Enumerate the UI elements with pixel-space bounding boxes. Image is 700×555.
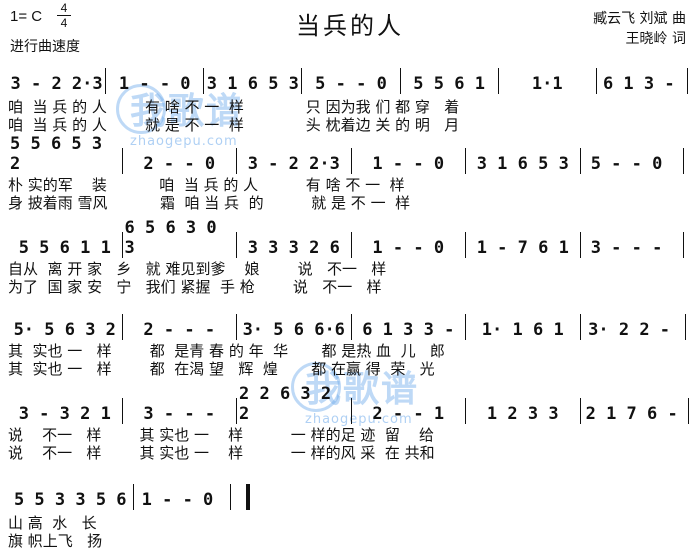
notation-line: 3 - 2 2·3 1 - - 0 3 1 6 5 3 5 - - 0 5 5 … — [8, 68, 694, 94]
lyric-verse-2: 咱 当 兵 的 人 就 是 不 一 样 头 枕着边 关 的 明 月 — [8, 116, 460, 134]
lyric-verse-2: 其 实也 一 样 都 在渴 望 辉 煌 都 在赢 得 荣 光 — [8, 360, 435, 378]
lyricist-credit: 王晓岭 词 — [625, 31, 686, 47]
measure: 3 3 3 2 6 — [236, 232, 351, 258]
final-barline — [245, 484, 250, 510]
measure: 3 - - - — [121, 398, 237, 424]
measure: 2 - - 0 — [121, 148, 237, 174]
measure: 3· 5 6 6·6 — [236, 314, 351, 340]
measure: 5 5 6 5 3 2 — [10, 134, 103, 174]
measure: 5 5 6 1 — [399, 68, 498, 94]
notation-line: 3 - 3 2 1 3 - - - 2 2 6 3 2 2 2 - - 1 1 … — [8, 384, 695, 424]
measure: 3 - 3 2 1 — [18, 404, 111, 424]
lyric-verse-2: 旗 帜上飞 扬 — [8, 532, 103, 550]
measure: 2 - - - — [121, 314, 237, 340]
measure: 3 1 6 5 3 — [203, 68, 301, 94]
measure: 1 - - 0 — [350, 148, 466, 174]
notation-line: 5 5 6 1 1 6 5 6 3 0 3 3 3 3 2 6 1 - - 0 … — [8, 218, 695, 258]
measure: 1 - - 0 — [132, 484, 259, 510]
time-signature-top: 4 — [60, 1, 68, 15]
lyric-verse-1: 山 高 水 长 — [8, 514, 97, 532]
measure: 1· 1 6 1 — [465, 314, 580, 340]
lyric-verse-1: 说 不一 样 其 实也 一 样 一 样的足 迹 留 给 — [8, 426, 434, 444]
key-signature: 1= C — [10, 8, 43, 25]
tempo-marking: 进行曲速度 — [10, 39, 80, 55]
measure: 2 - - 1 — [350, 398, 466, 424]
measure: 3· 2 2 - — [579, 314, 695, 340]
measure: 3 - 2 2·3 — [10, 74, 103, 94]
measure: 5· 5 6 3 2 — [13, 320, 116, 340]
measure: 5 5 3 3 5 6 — [13, 490, 127, 510]
time-signature: 4 4 — [57, 2, 71, 29]
measure: 5 - - 0 — [301, 68, 399, 94]
time-signature-bottom: 4 — [60, 16, 68, 30]
measure: 6 5 6 3 0 3 — [121, 218, 237, 258]
lyric-verse-1: 朴 实的军 装 咱 当 兵 的 人 有 啥 不 一 样 — [8, 176, 405, 194]
measure: 3 - - - — [579, 232, 695, 258]
measure: 1 - - 0 — [350, 232, 466, 258]
lyric-verse-1: 咱 当 兵 的 人 有 啥 不 一 样 只 因为我 们 都 穿 着 — [8, 98, 460, 116]
measure: 1·1 — [497, 68, 596, 94]
lyric-verse-1: 其 实也 一 样 都 是青 春 的 年 华 都 是热 血 儿 郎 — [8, 342, 445, 360]
song-title: 当兵的人 — [296, 12, 404, 40]
measure: 1 2 3 3 — [465, 398, 580, 424]
composer-credit: 臧云飞 刘斌 曲 — [593, 11, 686, 27]
measure: 5 - - 0 — [579, 148, 695, 174]
lyric-verse-2: 为了 国 家 安 宁 我们 紧握 手 枪 说 不一 样 — [8, 278, 382, 296]
notation-line: 5 5 6 5 3 2 2 - - 0 3 - 2 2·3 1 - - 0 3 … — [8, 134, 695, 174]
notation-line: 5 5 3 3 5 6 1 - - 0 — [8, 484, 258, 510]
lyric-verse-1: 自从 离 开 家 乡 就 难见到爹 娘 说 不一 样 — [8, 260, 387, 278]
measure: 3 - 2 2·3 — [236, 148, 351, 174]
notation-line: 5· 5 6 3 2 2 - - - 3· 5 6 6·6 6 1 3 3 - … — [8, 314, 694, 340]
measure: 5 5 6 1 1 — [18, 238, 111, 258]
measure: 1 - 7 6 1 — [465, 232, 580, 258]
measure: 6 1 3 3 - — [350, 314, 466, 340]
lyric-verse-2: 身 披着雨 雪风 霜 咱 当 兵 的 就 是 不 一 样 — [8, 194, 411, 212]
measure: 2 1 7 6 - — [579, 398, 695, 424]
measure: 3 1 6 5 3 — [465, 148, 580, 174]
measure: 6 1 3 - — [595, 68, 694, 94]
measure: 2 2 6 3 2 2 — [236, 384, 351, 424]
measure: 1 - - 0 — [105, 68, 203, 94]
lyric-verse-2: 说 不一 样 其 实也 一 样 一 样的风 采 在 共和 — [8, 444, 435, 462]
